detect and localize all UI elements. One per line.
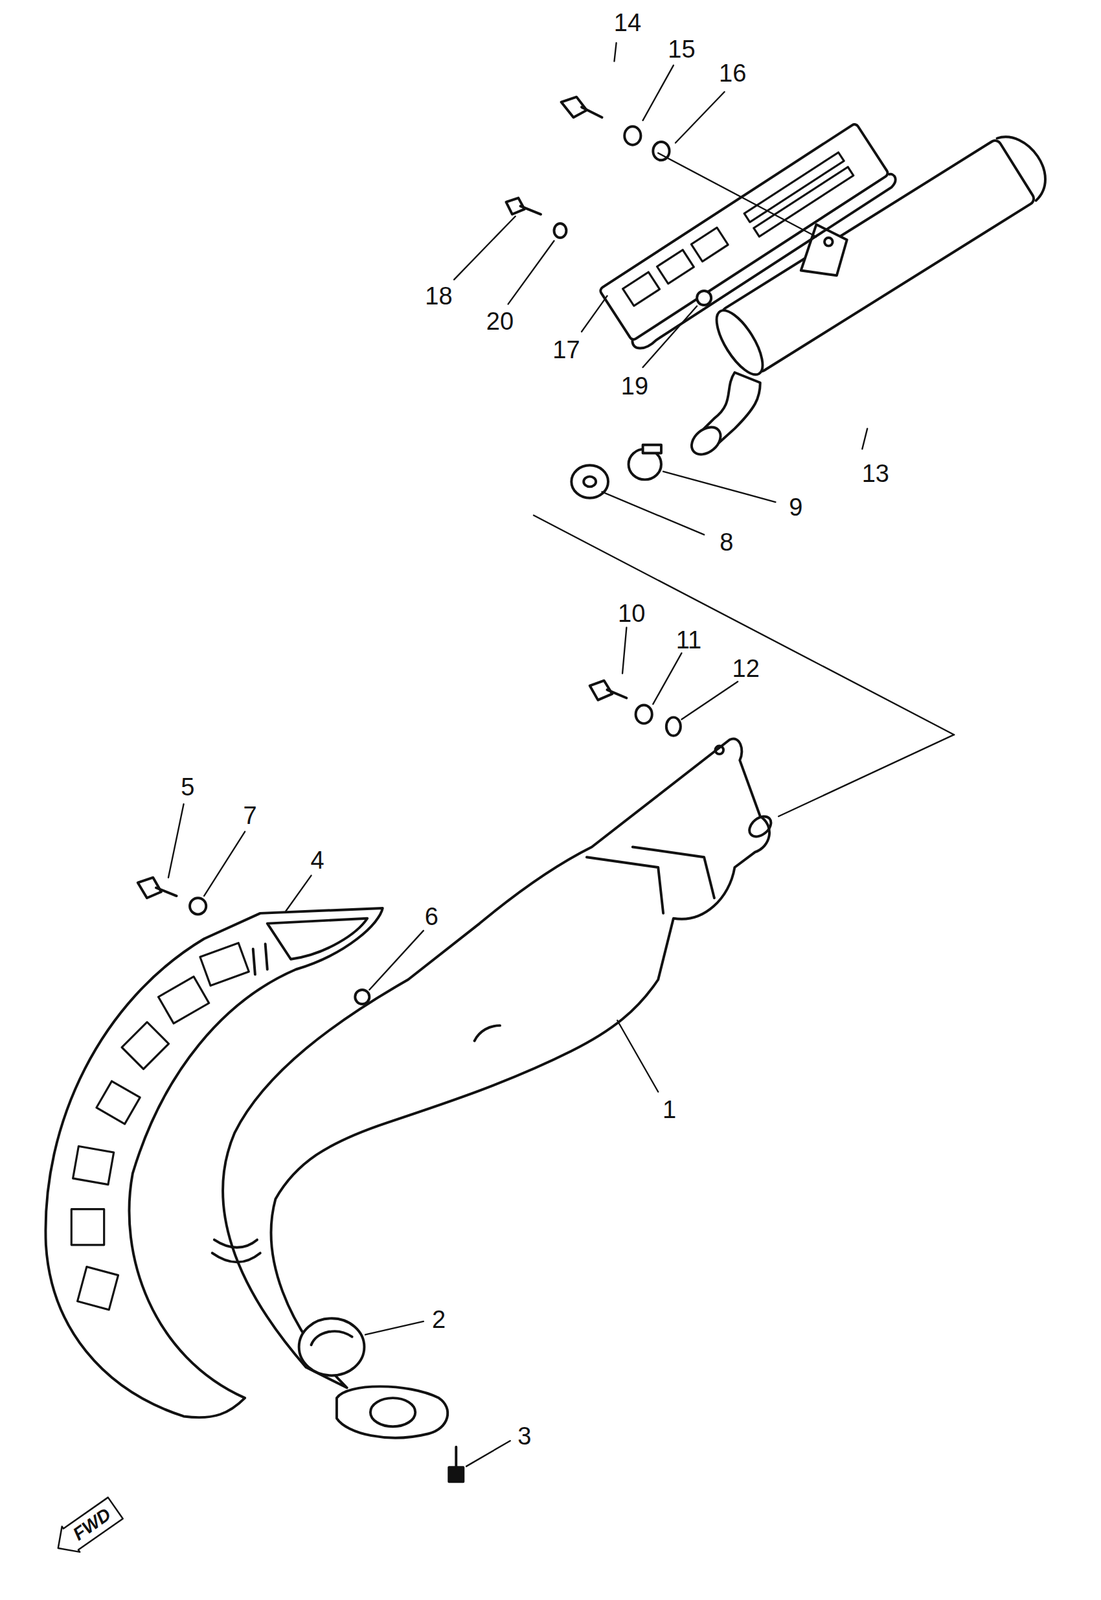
callout-number: 17 — [552, 337, 580, 363]
callout-number: 12 — [732, 656, 760, 681]
callout-number: 14 — [613, 10, 642, 35]
callout-number: 4 — [310, 847, 324, 873]
callout-number: 20 — [486, 308, 514, 334]
callout-number: 13 — [862, 461, 890, 486]
callout-number: 16 — [718, 60, 747, 86]
callout-number: 18 — [424, 283, 453, 309]
forward-arrow: FWD — [47, 1492, 127, 1563]
callout-number: 1 — [662, 1097, 677, 1122]
callout-number: 10 — [617, 601, 646, 626]
callout-number: 11 — [676, 627, 702, 653]
callout-number: 3 — [517, 1423, 532, 1449]
callout-number: 19 — [621, 373, 649, 399]
callout-number: 5 — [180, 774, 195, 800]
callout-number: 9 — [788, 494, 803, 520]
arrow-text: FWD — [69, 1503, 116, 1544]
callout-number: 15 — [667, 36, 695, 62]
callout-number: 8 — [719, 529, 734, 555]
callout-number: 6 — [424, 904, 439, 929]
callout-number: 2 — [431, 1306, 446, 1332]
callout-number: 7 — [242, 803, 257, 828]
